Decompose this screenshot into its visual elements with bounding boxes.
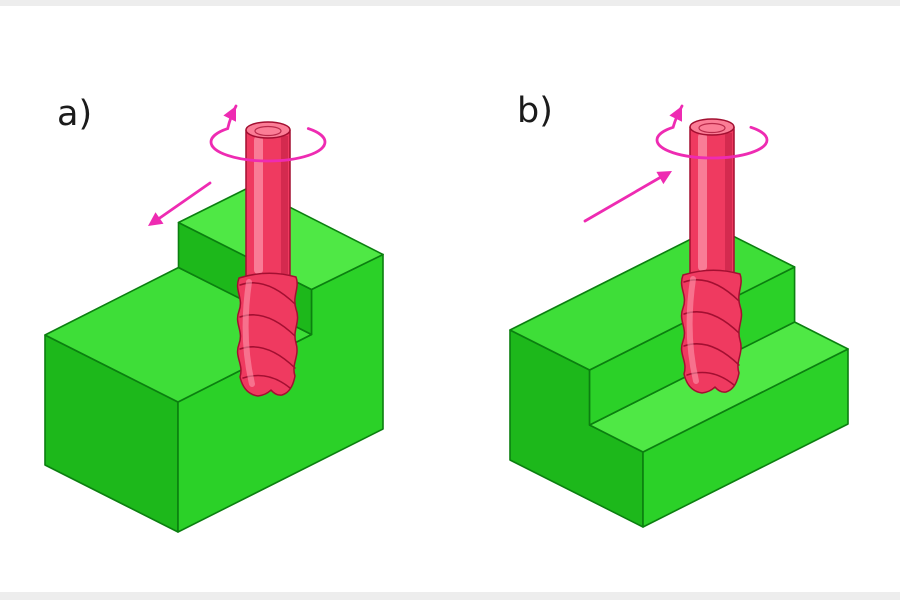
end-mill-b xyxy=(682,119,742,393)
rotation-arrow-a-arc xyxy=(209,104,327,163)
rotation-arrow-b-arc xyxy=(655,104,769,160)
feed-arrow-b-head xyxy=(656,171,672,185)
top-border-strip xyxy=(0,0,900,6)
panel-b-label: b) xyxy=(517,91,553,131)
rotation-arrow-b-head xyxy=(669,106,682,122)
feed-arrow-a-line xyxy=(152,181,212,224)
end-mill-a xyxy=(238,122,298,396)
feed-arrow-b-line xyxy=(583,175,663,223)
feed-arrow-b xyxy=(583,171,672,223)
rotation-arrow-b xyxy=(655,104,769,160)
panel-a-label: a) xyxy=(57,94,92,134)
rotation-arrow-a xyxy=(209,104,327,163)
workpiece-b xyxy=(509,226,849,528)
panel-a: a) xyxy=(44,94,384,533)
panel-b: b) xyxy=(509,91,849,528)
rotation-arrow-a-head xyxy=(223,106,236,122)
bottom-border-strip xyxy=(0,592,900,600)
workpiece-a xyxy=(44,186,384,533)
feed-arrow-a-head xyxy=(148,212,164,226)
feed-arrow-a xyxy=(148,181,212,226)
